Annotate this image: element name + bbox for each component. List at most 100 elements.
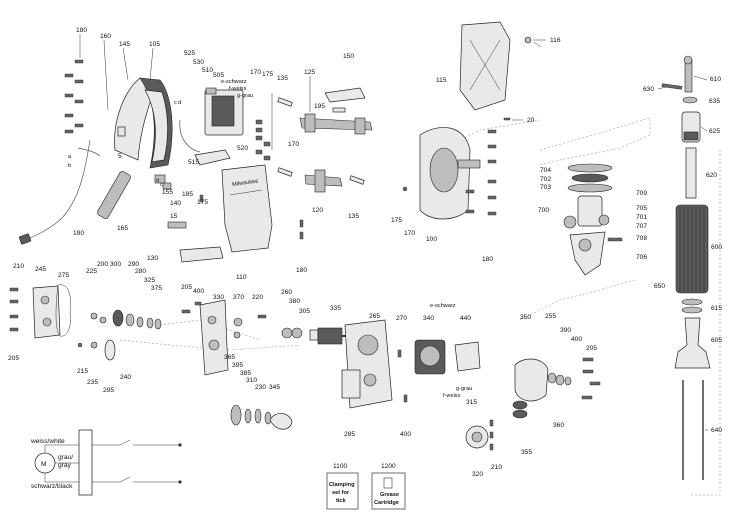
- wire-color-label: gray: [58, 462, 72, 469]
- part-label: 185: [182, 191, 193, 198]
- part-label: 335: [330, 305, 341, 312]
- part-label: 135: [348, 213, 359, 220]
- part-label: 295: [103, 387, 114, 394]
- letter-label: d: [156, 178, 159, 184]
- part-label: 285: [344, 431, 355, 438]
- part-label: 195: [314, 103, 325, 110]
- part-label: 708: [636, 235, 647, 242]
- letter-label: b: [68, 163, 71, 169]
- part-label: 230: [255, 384, 266, 391]
- part-label: 135: [277, 75, 288, 82]
- wire-color-label: weiss/white: [30, 438, 65, 445]
- part-label: 1100: [333, 463, 348, 470]
- part-label: 275: [58, 272, 69, 279]
- part-label: 220: [252, 294, 263, 301]
- part-label: 700: [538, 207, 549, 214]
- part-label: 620: [706, 172, 717, 179]
- part-label: 125: [304, 69, 315, 76]
- part-label: 140: [170, 200, 181, 207]
- part-label: 225: [86, 268, 97, 275]
- grease-caption: Grease: [380, 492, 399, 498]
- letter-label: c: [160, 182, 163, 188]
- part-label: 370: [233, 294, 244, 301]
- clamping-caption: Clamping: [329, 482, 355, 488]
- part-label: 116: [550, 37, 561, 44]
- clamping-caption: tick: [336, 498, 347, 504]
- part-label: 709: [636, 190, 647, 197]
- part-label: 175: [262, 71, 273, 78]
- part-label: 315: [466, 399, 477, 406]
- wire-label: f-weiss: [443, 393, 461, 399]
- part-label: 120: [312, 207, 323, 214]
- handle-assembly: Milwaukee: [18, 59, 373, 263]
- part-label: 705: [636, 205, 647, 212]
- part-label: 702: [540, 176, 551, 183]
- wire-label: e-schwarz: [430, 303, 456, 309]
- part-label: 600: [711, 244, 722, 251]
- part-label: 360: [553, 422, 564, 429]
- wire-label: g-grau: [237, 93, 253, 99]
- part-label: 1200: [381, 463, 396, 470]
- part-label: 130: [147, 255, 158, 262]
- grease-cartridge-icon: [383, 477, 393, 489]
- part-label: 610: [710, 76, 721, 83]
- part-label: 706: [636, 254, 647, 261]
- part-label: 150: [343, 53, 354, 60]
- part-label: 255: [545, 313, 556, 320]
- part-label: 510: [202, 67, 213, 74]
- part-label: 5: [118, 153, 122, 160]
- letter-label: a: [68, 154, 72, 160]
- part-labels: 180 160 145 105 525 530 510 505 520 170 …: [8, 27, 722, 506]
- part-label: 160: [100, 33, 111, 40]
- part-label: 270: [396, 315, 407, 322]
- wire-label: f-weiss: [229, 86, 247, 92]
- part-label: 100: [426, 236, 437, 243]
- part-label: 390: [560, 327, 571, 334]
- part-label: 395: [232, 362, 243, 369]
- part-label: 400: [193, 288, 204, 295]
- part-label: 325: [144, 277, 155, 284]
- part-label: 205: [181, 284, 192, 291]
- part-label: 175: [391, 217, 402, 224]
- motor-symbol: M: [41, 461, 47, 468]
- part-label: 265: [369, 313, 380, 320]
- part-label: 155: [162, 189, 173, 196]
- part-label: 305: [299, 308, 310, 315]
- wire-color-label: schwarz/black: [31, 483, 73, 490]
- part-label: 15: [170, 213, 178, 220]
- wire-color-label: grau/: [58, 454, 73, 461]
- gear-housing-assembly: [402, 21, 532, 220]
- part-label: 365: [224, 354, 235, 361]
- part-label: 704: [540, 167, 551, 174]
- leader-lines: [79, 34, 708, 431]
- part-label: 640: [711, 427, 722, 434]
- clamping-set-box: [326, 472, 359, 510]
- part-label: 235: [87, 379, 98, 386]
- part-label: 180: [482, 256, 493, 263]
- part-label: 280: [135, 268, 146, 275]
- part-label: 350: [520, 314, 531, 321]
- part-label: 240: [120, 374, 131, 381]
- part-label: 200: [97, 261, 108, 268]
- part-label: 530: [193, 59, 204, 66]
- guide-lines: [119, 117, 721, 496]
- part-label: 625: [709, 128, 720, 135]
- part-label: 400: [400, 431, 411, 438]
- part-label: 170: [250, 69, 261, 76]
- part-label: 210: [13, 263, 24, 270]
- part-label: 215: [77, 368, 88, 375]
- part-label: 105: [149, 41, 160, 48]
- part-label: 707: [636, 223, 647, 230]
- column-assembly: [563, 55, 711, 480]
- part-label: 345: [269, 384, 280, 391]
- clamping-caption: set for: [332, 490, 350, 496]
- part-label: 175: [197, 199, 208, 206]
- part-label: 310: [246, 377, 257, 384]
- part-label: 375: [151, 285, 162, 292]
- part-label: 190: [73, 230, 84, 237]
- part-label: 320: [472, 471, 483, 478]
- part-label: 170: [404, 230, 415, 237]
- part-label: 615: [711, 305, 722, 312]
